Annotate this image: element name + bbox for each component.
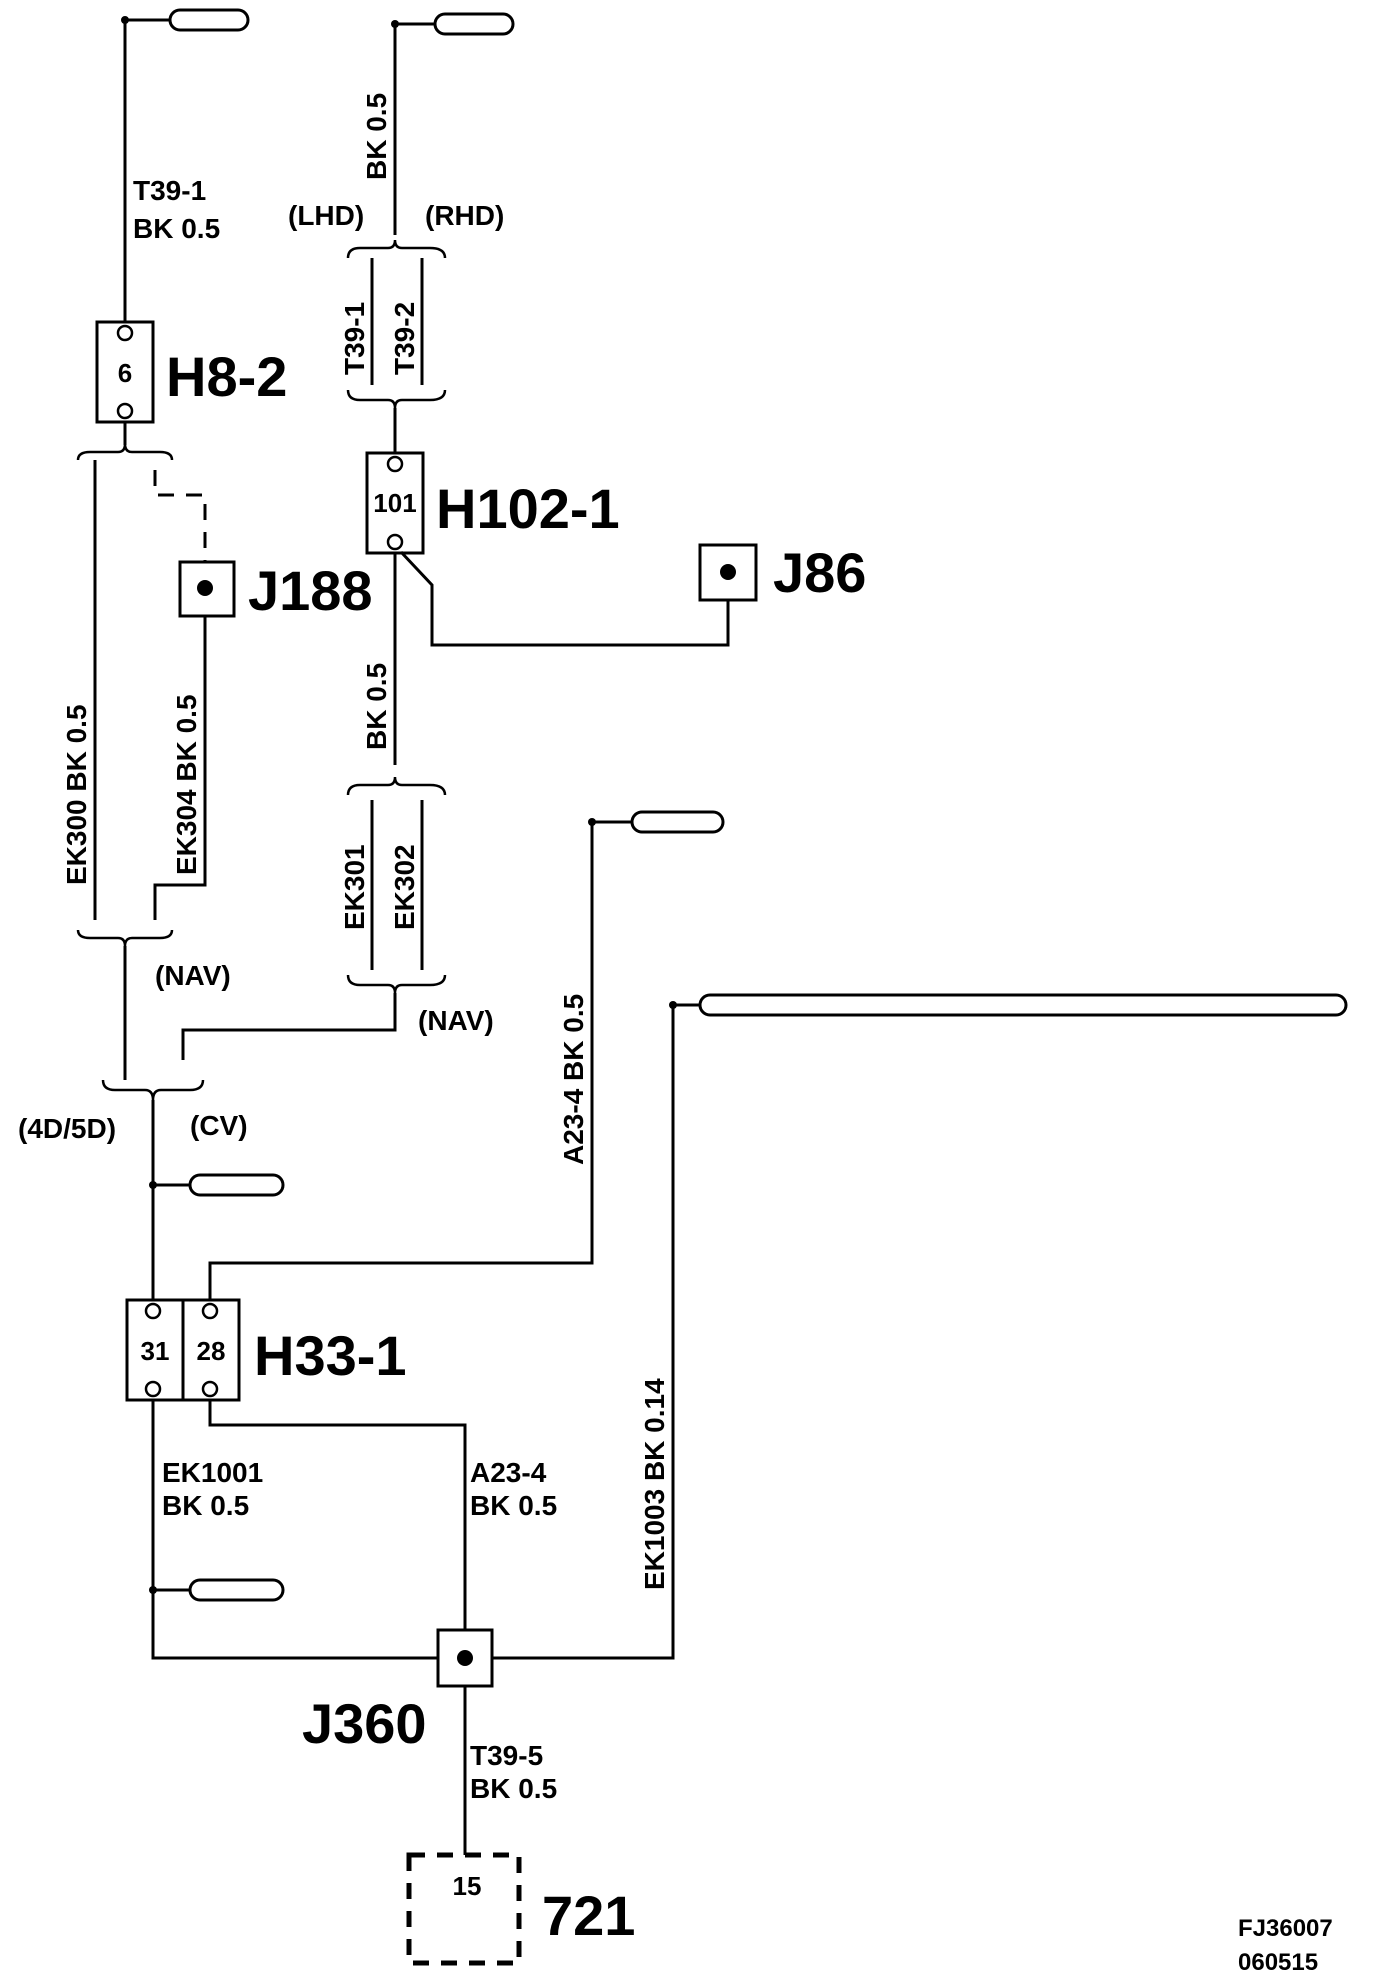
wire-t39-1-mid: T39-1 <box>339 302 370 375</box>
connector-h8-2-pin: 6 <box>118 358 132 388</box>
wire-a23-4-vert <box>208 822 594 1300</box>
variant-nav-mid: (NAV) <box>418 1005 494 1036</box>
connector-h8-2: 6 <box>95 320 155 424</box>
variant-rhd: (RHD) <box>425 200 504 231</box>
connector-h8-2-label: H8-2 <box>166 345 287 408</box>
wire-ek1003 <box>492 1005 675 1660</box>
variant-cv: (CV) <box>190 1110 248 1141</box>
connector-j86-label: J86 <box>773 541 866 604</box>
connector-h33-1-pin-28: 28 <box>197 1336 226 1366</box>
wire-t39-1-left-id: T39-1 <box>133 175 206 206</box>
mid-left-terminal <box>149 1173 285 1197</box>
connector-j188-label: J188 <box>248 559 373 622</box>
brace-ek301-ek302-bottom <box>346 974 447 994</box>
connector-721-pin: 15 <box>453 1871 482 1901</box>
wire-a23-4-low-id: A23-4 <box>470 1457 547 1488</box>
connector-h102-1-label: H102-1 <box>436 477 620 540</box>
wire-t39-5-id: T39-5 <box>470 1740 543 1771</box>
wire-ek1001 <box>151 1400 438 1660</box>
connector-j360 <box>436 1628 494 1688</box>
left-top-terminal <box>121 8 250 32</box>
wire-t39-2-mid: T39-2 <box>389 302 420 375</box>
lower-left-terminal <box>149 1578 285 1602</box>
brace-nav-left <box>76 929 174 947</box>
connector-h102-1-pin: 101 <box>373 488 416 518</box>
wire-ek300-label: EK300 BK 0.5 <box>61 704 92 885</box>
wire-nav-mid <box>181 993 397 1060</box>
wire-mid-bk-label: BK 0.5 <box>361 663 392 750</box>
variant-lhd: (LHD) <box>288 200 364 231</box>
wire-a23-4-low-spec: BK 0.5 <box>470 1490 557 1521</box>
wire-t39-1-left-spec: BK 0.5 <box>133 213 220 244</box>
wire-ek302: EK302 <box>389 844 420 930</box>
wire-a23-4-low <box>208 1400 467 1630</box>
a23-4-top-terminal <box>588 810 725 834</box>
connector-721-label: 721 <box>542 1884 635 1947</box>
wire-top-mid-spec: BK 0.5 <box>361 93 392 180</box>
variant-4d5d: (4D/5D) <box>18 1113 116 1144</box>
connector-h33-1-label: H33-1 <box>254 1324 407 1387</box>
brace-lhd-rhd-top <box>346 239 447 259</box>
wire-ek304-label: EK304 BK 0.5 <box>171 694 202 875</box>
wire-ek1001-spec: BK 0.5 <box>162 1490 249 1521</box>
wire-dashed-j188 <box>153 470 207 562</box>
variant-nav-left: (NAV) <box>155 960 231 991</box>
brace-4d5d-cv <box>101 1079 205 1101</box>
mid-top-terminal <box>391 12 515 36</box>
wire-ek304 <box>153 616 207 920</box>
wire-to-j86 <box>399 550 730 647</box>
drawing-code-line1: FJ36007 <box>1238 1915 1333 1942</box>
wire-ek301: EK301 <box>339 844 370 930</box>
brace-h8-2 <box>76 443 174 461</box>
connector-j188 <box>178 560 236 618</box>
ek1003-terminal <box>669 993 1348 1017</box>
wire-t39-5-spec: BK 0.5 <box>470 1773 557 1804</box>
wire-a23-4-vert-label: A23-4 BK 0.5 <box>558 994 589 1165</box>
connector-721: 15 <box>406 1852 522 1966</box>
brace-ek301-ek302-top <box>346 776 447 796</box>
wire-ek1003-label: EK1003 BK 0.14 <box>639 1378 670 1590</box>
wire-ek1001-id: EK1001 <box>162 1457 263 1488</box>
drawing-code-line2: 060515 <box>1238 1949 1318 1976</box>
connector-h33-1-pin-31: 31 <box>141 1336 170 1366</box>
connector-h102-1: 101 <box>365 451 425 555</box>
connector-j86 <box>698 543 758 602</box>
connector-j360-label: J360 <box>302 1692 427 1755</box>
connector-h33-1: 31 28 <box>125 1298 241 1402</box>
brace-lhd-rhd-bottom <box>346 389 447 409</box>
